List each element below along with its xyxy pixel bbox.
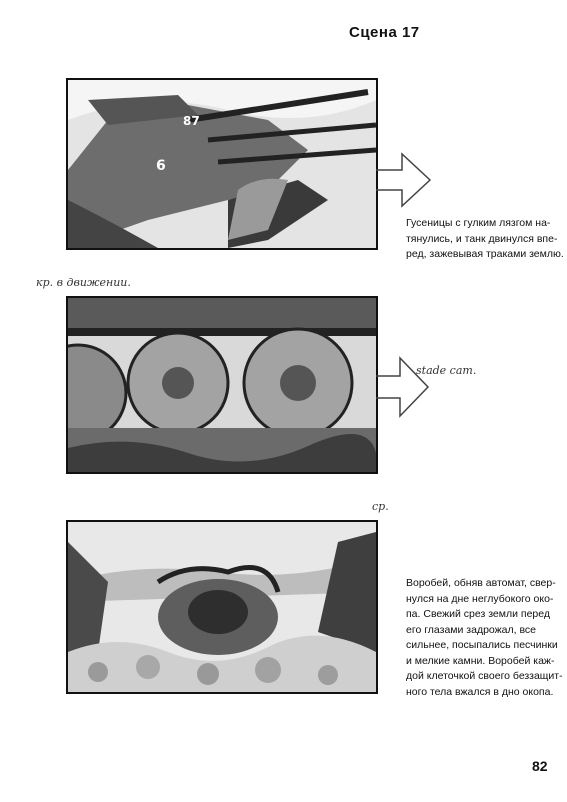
storyboard-panel-3	[66, 520, 378, 694]
tank-wheels-sketch	[68, 298, 376, 472]
camera-move-arrow-1	[376, 152, 432, 208]
svg-text:6: 6	[156, 158, 166, 174]
storyboard-panel-1: 6 87	[66, 78, 378, 250]
svg-text:87: 87	[183, 114, 200, 128]
scene-title: Сцена 17	[349, 24, 420, 41]
panel-3-caption: Воробей, обняв автомат, свер- нулся на д…	[406, 577, 563, 698]
soldier-in-trench-sketch	[68, 522, 376, 692]
panel-3-note: ср.	[372, 500, 389, 513]
camera-move-arrow-2	[376, 356, 430, 418]
tank-sketch: 6 87	[68, 80, 376, 248]
panel-1-caption: Гусеницы с гулким лязгом на- тянулись, и…	[406, 217, 564, 260]
page-number: 82	[532, 758, 548, 774]
panel-2-note: кр. в движении.	[36, 276, 131, 289]
storyboard-panel-2	[66, 296, 378, 474]
panel-2-camera-note: stade cam.	[416, 364, 477, 377]
